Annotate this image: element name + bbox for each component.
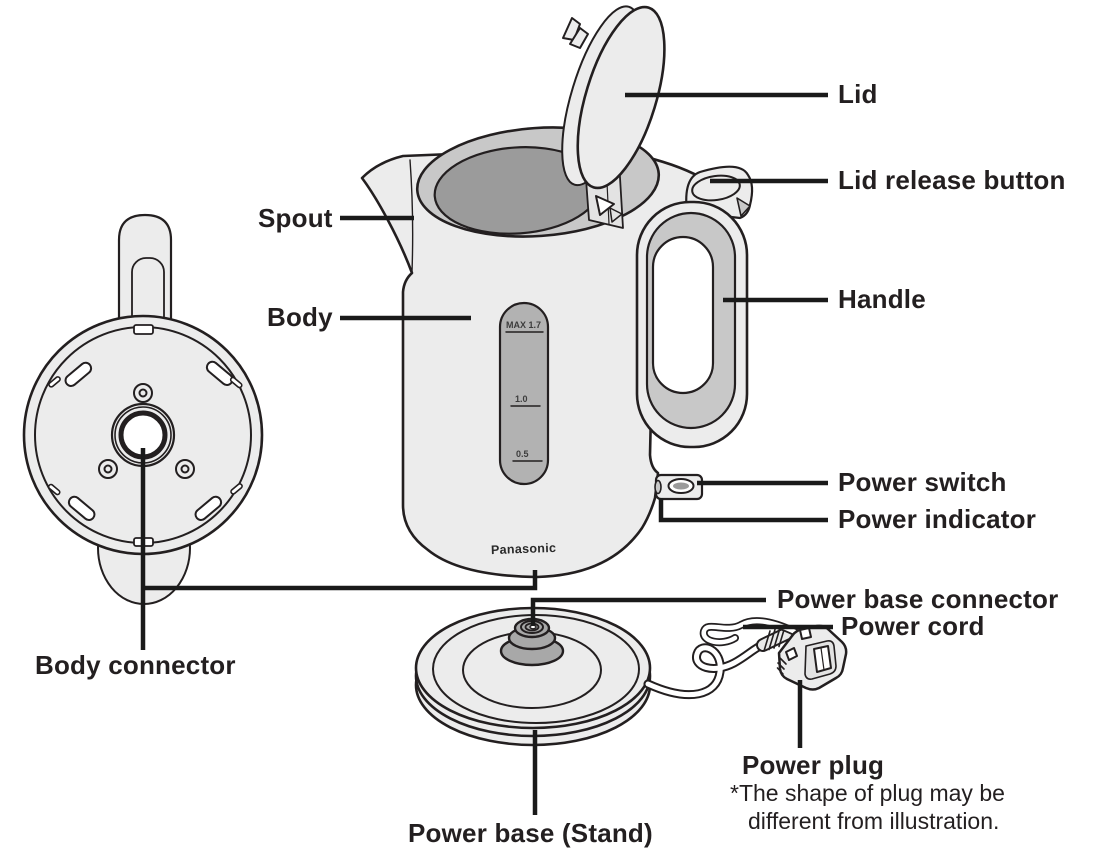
gauge-max-text: MAX 1.7 xyxy=(506,320,541,330)
water-gauge: MAX 1.7 1.0 0.5 xyxy=(498,301,550,486)
power-plug-figure xyxy=(776,624,848,691)
plug-note-line2: different from illustration. xyxy=(748,808,1000,834)
handle-figure xyxy=(635,200,749,449)
label-power-switch: Power switch xyxy=(838,467,1007,497)
plug-pin-small-2 xyxy=(785,647,798,661)
power-base-connector-shape xyxy=(499,617,565,667)
bottom-view-vents xyxy=(47,360,243,521)
power-switch-shape xyxy=(654,473,704,501)
label-handle: Handle xyxy=(838,284,926,314)
label-body-connector: Body connector xyxy=(35,650,236,680)
kettle-figure: MAX 1.7 1.0 0.5 Panasonic xyxy=(360,5,754,579)
leader-lines xyxy=(140,92,833,815)
power-indicator-shape xyxy=(654,479,662,495)
label-lid: Lid xyxy=(838,79,878,109)
label-power-indicator: Power indicator xyxy=(838,504,1037,534)
label-power-base-connector: Power base connector xyxy=(777,584,1059,614)
lid-figure xyxy=(561,5,666,190)
gauge-low-text: 0.5 xyxy=(516,449,529,459)
label-spout: Spout xyxy=(258,203,333,233)
label-power-plug: Power plug xyxy=(742,750,885,780)
power-base-figure xyxy=(414,606,652,747)
label-body: Body xyxy=(267,302,333,332)
plug-note-line1: *The shape of plug may be xyxy=(730,780,1005,806)
plug-pin-small-1 xyxy=(799,627,812,640)
power-cord-figure xyxy=(643,617,799,700)
label-power-base: Power base (Stand) xyxy=(408,818,653,848)
label-power-cord: Power cord xyxy=(841,611,985,641)
label-lid-release-button: Lid release button xyxy=(838,165,1066,195)
bottom-view-screws xyxy=(98,383,195,479)
gauge-mid-text: 1.0 xyxy=(515,394,528,404)
brand-logo: Panasonic xyxy=(491,541,557,557)
